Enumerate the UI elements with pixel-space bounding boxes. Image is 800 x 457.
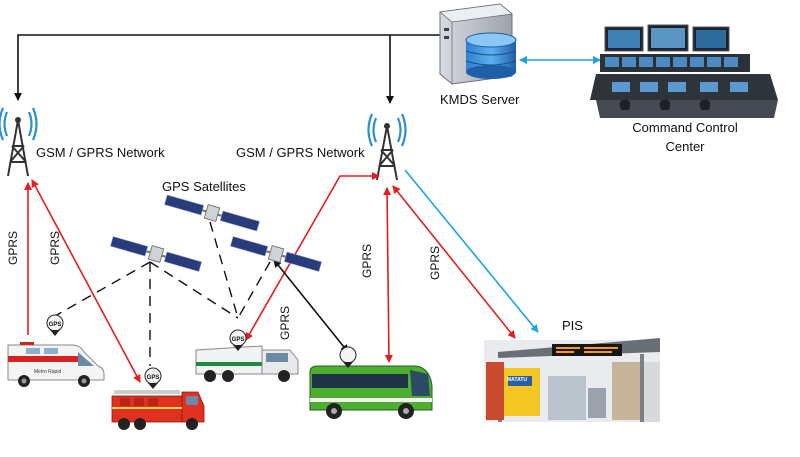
satellite-bus-link [273,259,349,353]
fire-truck-icon [111,390,205,430]
server-to-towers-links [14,34,445,104]
control-room-icon [590,24,778,118]
gprs-label: GPRS [6,230,20,265]
satellite-icon [110,236,202,272]
gprs-label: GPRS [48,230,62,265]
server-label: KMDS Server [440,92,520,107]
bus-stop-icon [484,338,660,422]
garbage-truck-icon [195,345,299,382]
network-label-right: GSM / GPRS Network [236,145,365,160]
gprs-label: GPRS [428,245,442,280]
gps-pin-icon: GPS [46,314,64,336]
svg-text:GPS: GPS [147,375,160,381]
svg-text:GPS: GPS [232,337,245,343]
svg-text:GPS: GPS [49,322,62,328]
network-label-left: GSM / GPRS Network [36,145,165,160]
tower-pis-link [404,169,539,333]
bus-icon [309,365,433,419]
ambulance-icon [7,342,105,387]
database-icon [465,32,517,79]
gps-pin-icon: GPS [144,367,162,389]
gps-pin-icon: GPS [229,329,247,351]
pis-label: PIS [562,318,583,333]
gps-satellites-label: GPS Satellites [162,179,246,194]
satellite-links [54,221,271,366]
tower-icon [367,113,407,181]
tower-icon [0,107,38,177]
gprs-label: GPRS [360,243,374,278]
bus-stop-sign: MATATU [507,377,527,383]
gprs-label: GPRS [278,305,292,340]
satellite-icon [230,236,322,272]
satellite-icon [164,194,260,232]
ambulance-text: Metro Rapid [34,369,61,375]
gps-pin-icon [339,346,357,368]
command-center-label-line1: Command Control [632,120,738,135]
command-center-label-line2: Center [665,139,705,154]
